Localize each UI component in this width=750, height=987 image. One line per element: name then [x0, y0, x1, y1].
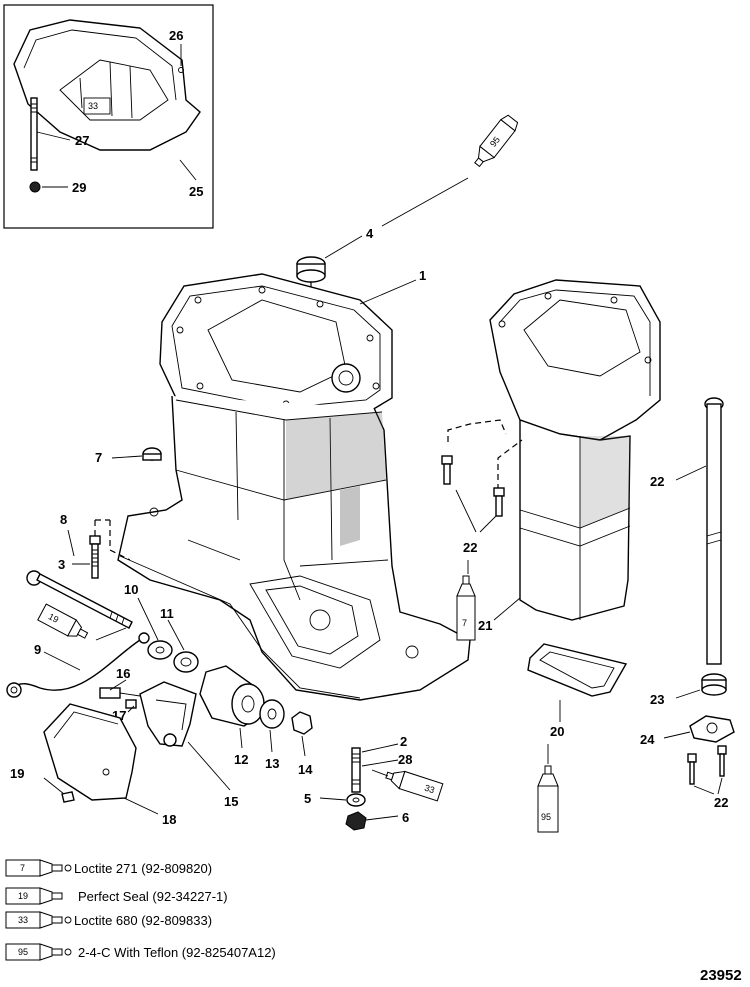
- callout-28-main: 28: [398, 752, 412, 767]
- tube-label-19: 19: [47, 611, 61, 625]
- callout-25: 24: [640, 732, 655, 747]
- washers-parts-10-11: 10 11: [124, 582, 199, 673]
- bolt-part-3: 3 8: [58, 512, 131, 579]
- figure-number: 23952: [700, 967, 742, 984]
- plug-part-7: 7: [95, 447, 162, 465]
- tube-label-95-bottom: 95: [541, 812, 551, 822]
- callout-23: 22: [650, 474, 664, 489]
- callout-22-upper: 22: [463, 540, 477, 555]
- legend-code-7: 7: [20, 863, 25, 873]
- callout-20: 20: [550, 724, 564, 739]
- callout-29: 29: [72, 180, 86, 195]
- callout-19: 19: [10, 766, 24, 781]
- bracket-and-cover-parts-15-19: 15 16 17 18 19: [10, 666, 238, 827]
- tube-label-7: 7: [462, 618, 467, 628]
- callout-12: 12: [234, 752, 248, 767]
- lubricant-legend: 7 Loctite 271 (92-809820) 19 Perfect Sea…: [5, 859, 276, 961]
- legend-text-95: 2-4-C With Teflon (92-825407A12): [78, 945, 276, 960]
- water-tube-part-23: 22: [650, 397, 724, 665]
- callout-18: 18: [162, 812, 176, 827]
- inset-tube-label: 33: [88, 101, 98, 111]
- legend-code-19: 19: [18, 891, 28, 901]
- studs-parts-2-5-6: 2 28 5 6 33: [304, 734, 444, 831]
- legend-code-33: 33: [18, 915, 28, 925]
- stud-part-8: [26, 570, 133, 629]
- callout-13: 13: [265, 756, 279, 771]
- callout-5: 5: [304, 791, 311, 806]
- legend-text-19: Perfect Seal (92-34227-1): [78, 889, 228, 904]
- callout-9: 9: [34, 642, 41, 657]
- bolts-part-22: 22 7: [441, 419, 523, 641]
- tube-label-95-top: 95: [488, 135, 502, 149]
- callout-11: 11: [160, 606, 174, 621]
- mount-parts-12-13-14: 12 13 14: [199, 665, 313, 777]
- callout-3: 3: [58, 557, 65, 572]
- callout-2: 2: [400, 734, 407, 749]
- callout-24: 23: [650, 692, 664, 707]
- callout-10: 10: [124, 582, 138, 597]
- callout-28-inset: 27: [75, 133, 89, 148]
- tube-label-33-main: 33: [423, 783, 436, 796]
- parts-24-25-22: 23 24 22: [640, 673, 735, 810]
- callout-27: 26: [169, 28, 183, 43]
- callout-14: 14: [298, 762, 313, 777]
- callout-26: 25: [189, 184, 203, 199]
- callout-16: 16: [116, 666, 130, 681]
- inset-detail: 33 26 27 29 25: [3, 4, 214, 229]
- legend-code-95: 95: [18, 947, 28, 957]
- legend-text-33: Loctite 680 (92-809833): [74, 913, 212, 928]
- legend-text-7: Loctite 271 (92-809820): [74, 861, 212, 876]
- callout-8: 8: [60, 512, 67, 527]
- driveshaft-housing-part-1: 1: [117, 268, 471, 701]
- callout-7: 7: [95, 450, 102, 465]
- extension-housing-part-21: 21: [478, 279, 661, 633]
- callout-21: 21: [478, 618, 492, 633]
- lubricant-tube-95-top: 95: [381, 114, 519, 227]
- callout-22-lower: 22: [714, 795, 728, 810]
- lubricant-tube-19: 19: [37, 603, 127, 641]
- gasket-part-20: 20 95: [527, 643, 628, 833]
- ground-cable-part-9: 9: [6, 632, 150, 698]
- callout-6: 6: [402, 810, 409, 825]
- callout-15: 15: [224, 794, 238, 809]
- callout-1: 1: [419, 268, 426, 283]
- callout-4: 4: [366, 226, 374, 241]
